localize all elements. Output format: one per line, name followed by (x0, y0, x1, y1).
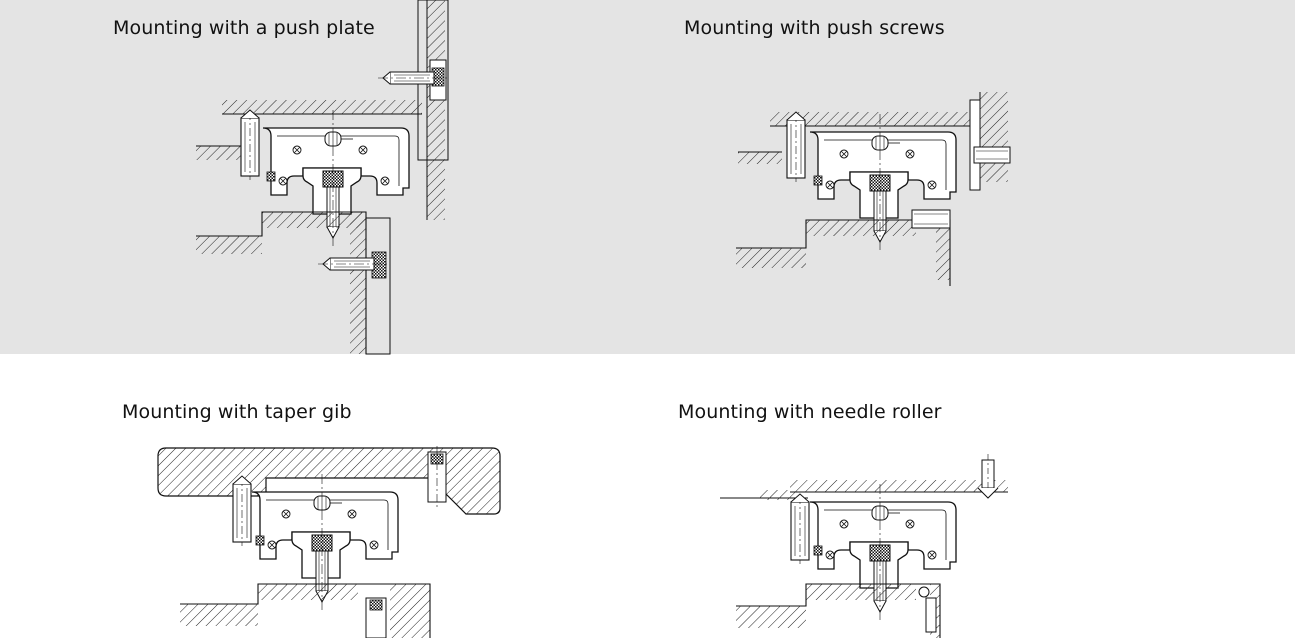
caption-needle-roller: Mounting with needle roller (678, 401, 942, 423)
figure-push-screws (736, 92, 1011, 286)
figure-needle-roller (720, 454, 1008, 638)
figure-push-plate (196, 0, 451, 355)
figure-taper-gib (157, 446, 501, 638)
caption-push-plate: Mounting with a push plate (113, 17, 375, 39)
caption-push-screws: Mounting with push screws (684, 17, 945, 39)
top-panel-background (0, 0, 1295, 354)
caption-taper-gib: Mounting with taper gib (122, 401, 352, 423)
